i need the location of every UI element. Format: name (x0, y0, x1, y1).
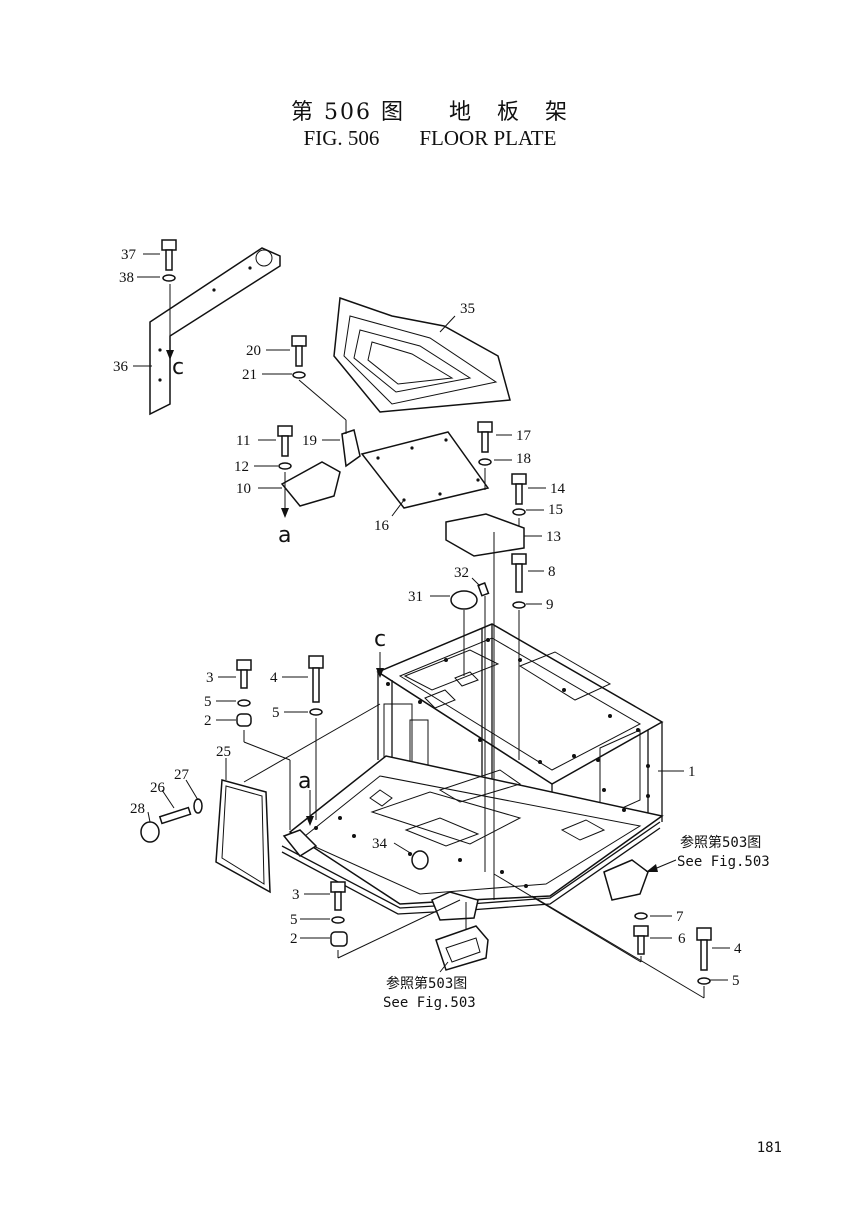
figure-title-cn: 第 506 图 地 板 架 (0, 94, 860, 126)
bolt-14 (511, 473, 527, 505)
bracket-35 (149, 247, 281, 416)
figure-name-en: FLOOR PLATE (419, 126, 557, 150)
cap-31 (450, 590, 478, 610)
callout-3-upper: 3 (206, 670, 214, 686)
figure-name-cn: 地 板 架 (448, 100, 569, 125)
callout-15: 15 (548, 502, 563, 518)
gasket-19 (341, 429, 361, 468)
mount-lower (435, 925, 489, 971)
callout-31: 31 (408, 589, 423, 605)
reference-bottom-cn: 参照第503图 (386, 975, 467, 992)
washer-5-upper-left (237, 699, 251, 707)
callout-3-lower: 3 (292, 887, 300, 903)
reference-right-en: See Fig.503 (677, 854, 770, 870)
spacer-2-lower (330, 931, 348, 947)
callout-18: 18 (516, 451, 531, 467)
washer-15 (512, 508, 526, 516)
callout-36: 37 (121, 247, 137, 263)
callout-14: 14 (550, 481, 566, 497)
callout-5-lower-right: 5 (732, 973, 740, 989)
view-label-c-left: c (172, 355, 184, 380)
callout-26: 26 (150, 780, 166, 796)
washer-7 (634, 912, 648, 920)
callout-19: 19 (302, 433, 317, 449)
view-label-a-frame: a (298, 769, 311, 794)
callout-21: 21 (242, 367, 257, 383)
reference-right-cn: 参照第503图 (680, 834, 761, 851)
view-label-c-frame: c (374, 627, 386, 652)
bolt-8 (511, 553, 527, 593)
plug-32 (477, 582, 490, 597)
washer-5-lower-right (697, 977, 711, 985)
washer-37 (162, 274, 176, 282)
callout-2-upper: 2 (204, 713, 212, 729)
callout-25: 25 (216, 744, 231, 760)
callout-38: 34 (372, 836, 388, 852)
washer-5-lower-left (331, 916, 345, 924)
washer-5-upper-right (309, 708, 323, 716)
figure-number-cn: 第 506 图 (291, 100, 405, 125)
leader-lines (133, 253, 730, 981)
mount-right (603, 859, 649, 901)
cover-34 (333, 296, 511, 413)
figure-title-en: FIG. 506 FLOOR PLATE (0, 126, 860, 151)
plug-38 (411, 850, 429, 870)
view-label-a-left: a (278, 523, 291, 548)
bolt-3-lower (330, 881, 346, 911)
bolt-17 (477, 421, 493, 453)
plate-10 (280, 461, 341, 507)
callout-17: 17 (516, 428, 532, 444)
callout-5-lower-left: 5 (290, 912, 298, 928)
callout-1: 1 (688, 764, 696, 780)
bolt-6 (633, 925, 649, 955)
bolt-4-upper (308, 655, 324, 703)
figure-number-en: FIG. 506 (303, 126, 380, 150)
callout-34: 35 (460, 301, 475, 317)
callout-32: 32 (454, 565, 469, 581)
callout-10: 10 (236, 481, 251, 497)
callout-5-upper-left: 5 (204, 694, 212, 710)
washer-21 (292, 371, 306, 379)
callout-35: 36 (113, 359, 129, 375)
callout-9: 9 (546, 597, 554, 613)
bolt-20 (291, 335, 307, 367)
callout-labels: 37 38 36 35 20 21 11 19 12 10 16 17 18 1… (113, 247, 770, 1011)
washer-9 (512, 601, 526, 609)
washer-27 (193, 798, 203, 814)
spacer-2-upper (236, 713, 252, 727)
callout-27: 27 (174, 767, 190, 783)
guide-lines (166, 284, 705, 999)
bolt-3-upper (236, 659, 252, 689)
callout-6: 6 (678, 931, 686, 947)
callout-7: 7 (676, 909, 684, 925)
callout-4-lower: 4 (734, 941, 742, 957)
callout-37: 38 (119, 270, 134, 286)
callout-2-lower: 2 (290, 931, 298, 947)
bolt-26 (158, 806, 192, 825)
callout-16: 16 (374, 518, 390, 534)
callout-20: 20 (246, 343, 261, 359)
cap-28 (140, 821, 160, 843)
callout-5-upper-right: 5 (272, 705, 280, 721)
page-number: 181 (756, 1140, 782, 1156)
washer-18 (478, 458, 492, 466)
reference-bottom-en: See Fig.503 (383, 995, 476, 1011)
pad-25 (215, 779, 271, 894)
callout-4-upper: 4 (270, 670, 278, 686)
bolt-4-lower (696, 927, 712, 971)
bolt-36 (161, 239, 177, 271)
bracket-13 (445, 513, 525, 557)
washer-12 (278, 462, 292, 470)
bolt-11 (277, 425, 293, 457)
callout-12: 12 (234, 459, 249, 475)
callout-28: 28 (130, 801, 145, 817)
callout-11: 11 (236, 433, 250, 449)
plate-16 (360, 431, 490, 509)
callout-8: 8 (548, 564, 556, 580)
callout-13: 13 (546, 529, 561, 545)
